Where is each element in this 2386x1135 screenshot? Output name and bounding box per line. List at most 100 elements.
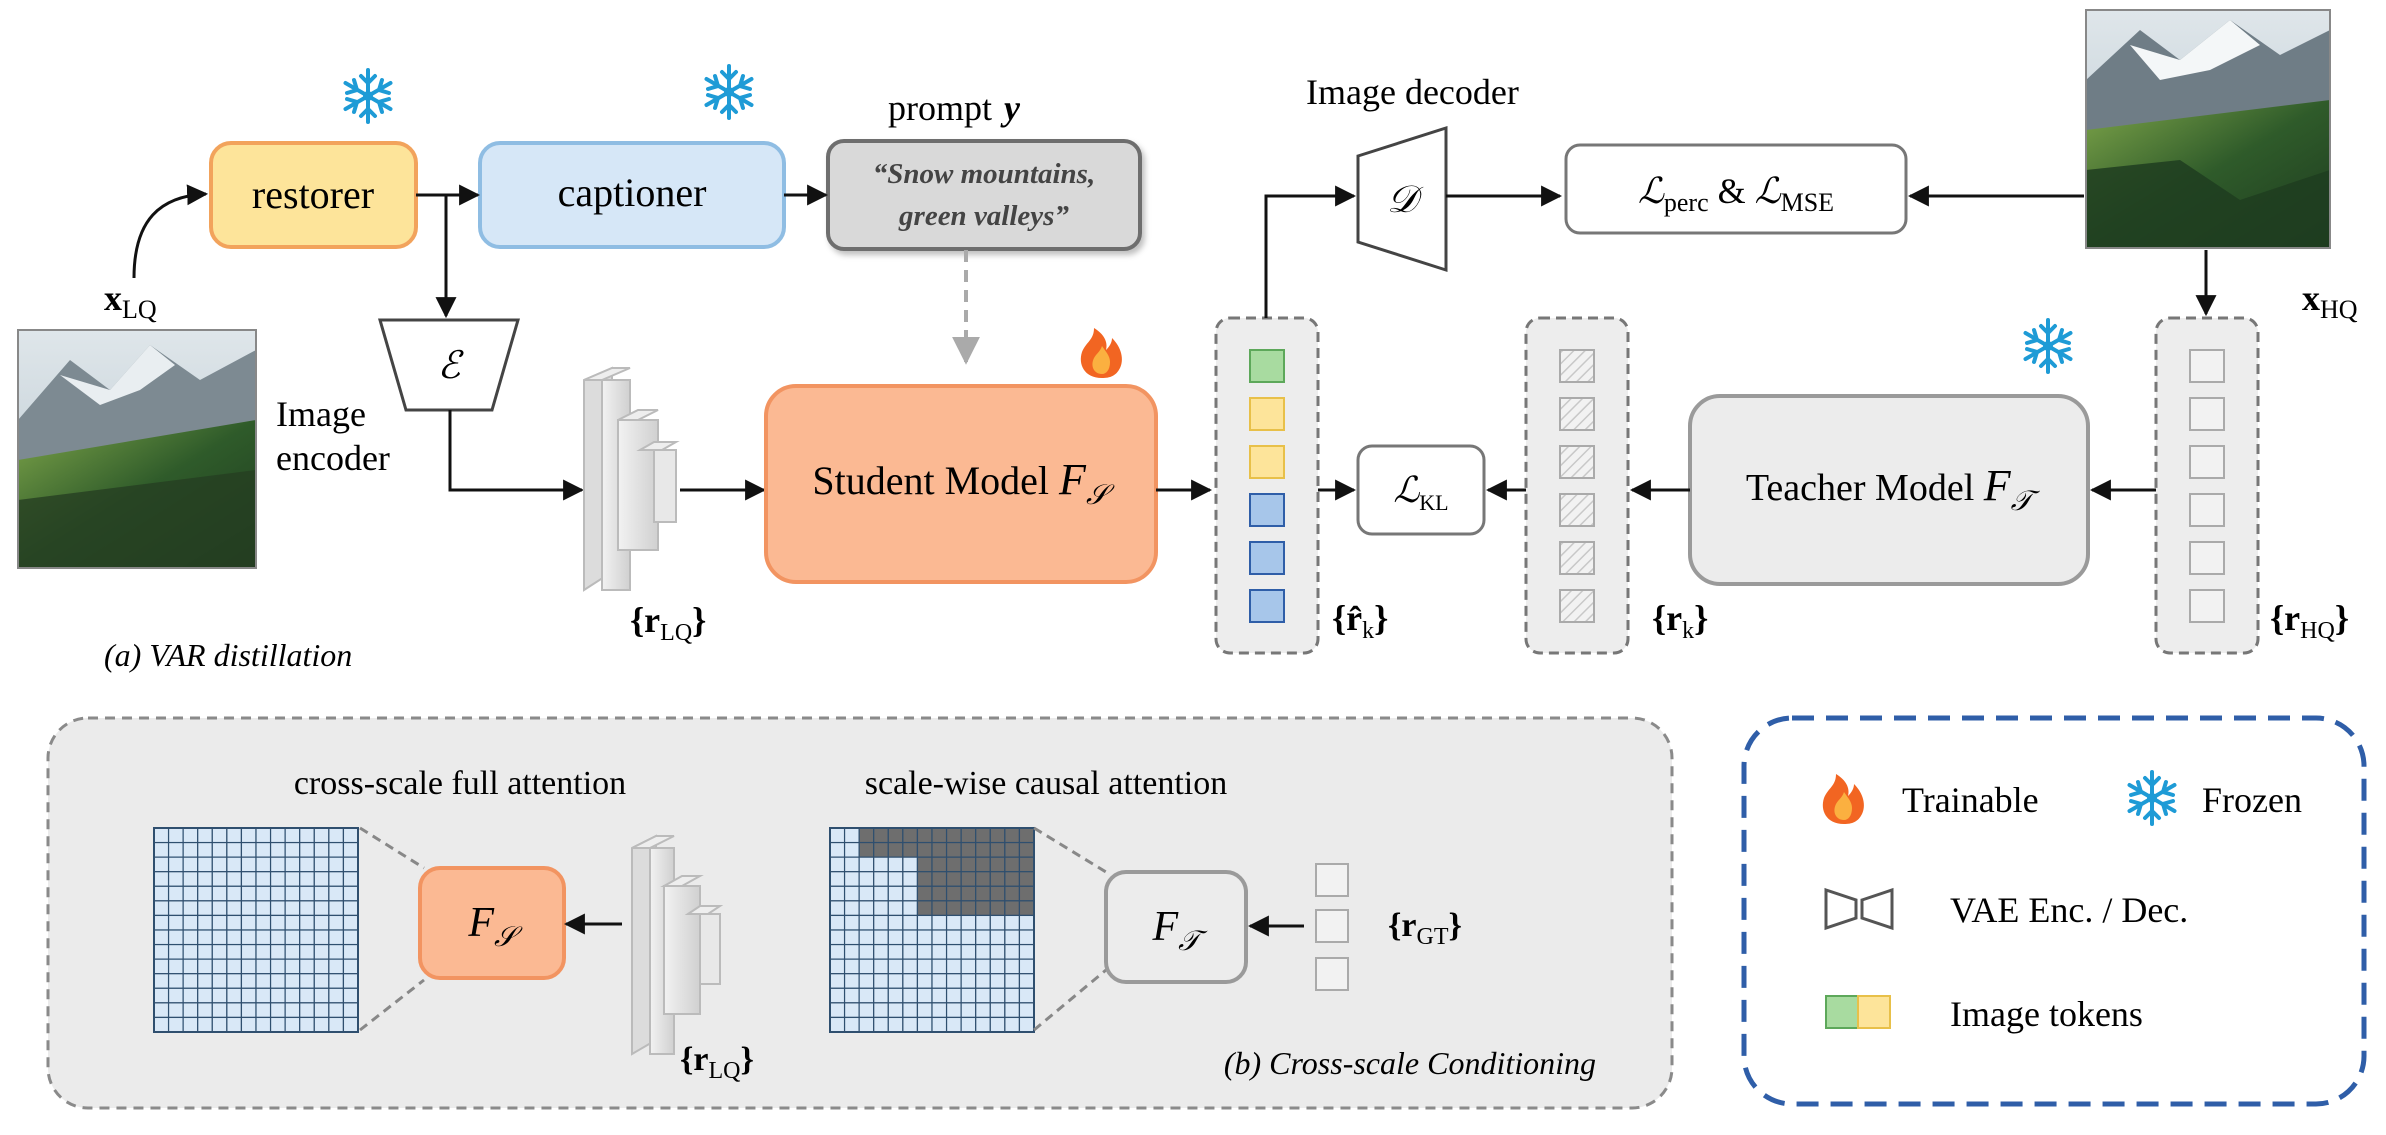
attention-cell — [1004, 1016, 1021, 1033]
attention-cell — [328, 973, 345, 989]
svg-text:captioner: captioner — [558, 170, 707, 215]
attention-cell — [211, 958, 228, 975]
attention-cell — [313, 856, 330, 873]
attention-cell — [829, 914, 846, 931]
masked-cell — [931, 900, 948, 917]
attention-cell — [313, 929, 330, 946]
attention-cell — [916, 958, 933, 975]
attention-cell — [843, 973, 860, 989]
flame-icon-student — [1080, 328, 1122, 378]
attention-cell — [269, 827, 286, 844]
masked-cell — [931, 841, 948, 858]
svg-text:ℒKL: ℒKL — [1393, 470, 1448, 515]
snowflake-icon-restorer — [343, 68, 393, 124]
attention-cell — [858, 929, 875, 946]
attention-cell — [975, 929, 991, 946]
attention-cell — [284, 914, 301, 931]
attention-cell — [945, 987, 962, 1004]
attention-cell — [1004, 1002, 1021, 1019]
arrow-xlq-restorer — [132, 184, 209, 279]
attention-cell — [313, 841, 330, 858]
attention-cell — [255, 841, 272, 858]
attention-cell — [843, 900, 860, 917]
attention-cell — [342, 1002, 359, 1019]
attention-cell — [902, 900, 919, 917]
attention-cell — [989, 987, 1006, 1004]
attention-cell — [1018, 1016, 1035, 1033]
attention-cell — [1004, 929, 1021, 946]
attention-cell — [284, 871, 301, 887]
attention-cell — [269, 914, 286, 931]
attention-cell — [269, 885, 286, 902]
hq-image — [2085, 9, 2331, 249]
attention-cell — [299, 841, 315, 858]
attention-cell — [989, 929, 1006, 946]
attention-cell — [902, 987, 919, 1004]
attention-cell — [197, 856, 213, 873]
masked-cell — [945, 871, 962, 887]
legend-box — [1741, 715, 2367, 1107]
attention-cell — [975, 914, 991, 931]
attention-cell — [284, 973, 301, 989]
attention-cell — [873, 943, 889, 960]
attention-cell — [1004, 914, 1021, 931]
masked-cell — [858, 827, 875, 844]
attention-cell — [1004, 973, 1021, 989]
attention-cell — [299, 885, 315, 902]
full-attention-title: cross-scale full attention — [294, 765, 626, 802]
attention-cell — [342, 943, 359, 960]
attention-cell — [197, 885, 213, 902]
attention-cell — [887, 856, 904, 873]
attention-cell — [873, 900, 889, 917]
attention-cell — [342, 929, 359, 946]
attention-cell — [858, 885, 875, 902]
attention-cell — [313, 973, 330, 989]
attention-cell — [182, 841, 199, 858]
attention-cell — [211, 1002, 228, 1019]
attention-cell — [284, 943, 301, 960]
legend-token-icon — [1825, 995, 1891, 1029]
attention-cell — [960, 1016, 977, 1033]
attention-cell — [284, 1016, 301, 1033]
snowflake-icon-teacher — [2023, 318, 2073, 374]
attention-cell — [240, 827, 257, 844]
attention-cell — [960, 929, 977, 946]
attention-cell — [167, 827, 184, 844]
attention-cell — [975, 943, 991, 960]
attention-cell — [240, 900, 257, 917]
attention-cell — [1018, 943, 1035, 960]
attention-cell — [843, 856, 860, 873]
rlq-label: {rLQ} — [630, 600, 706, 646]
attention-cell — [916, 1002, 933, 1019]
attention-cell — [887, 929, 904, 946]
attention-cell — [226, 958, 243, 975]
attention-cell — [960, 958, 977, 975]
attention-cell — [916, 1016, 933, 1033]
attention-cell — [255, 1016, 272, 1033]
rk-tokens-column — [1524, 316, 1630, 655]
attention-cell — [1018, 929, 1035, 946]
rlq-label-small: {rLQ} — [680, 1041, 754, 1084]
attention-cell — [255, 987, 272, 1004]
attention-cell — [197, 1016, 213, 1033]
attention-cell — [843, 943, 860, 960]
attention-cell — [255, 958, 272, 975]
masked-cell — [916, 841, 933, 858]
attention-cell — [342, 958, 359, 975]
masked-cell — [902, 841, 919, 858]
attention-cell — [153, 885, 170, 902]
attention-cell — [858, 958, 875, 975]
attention-cell — [153, 900, 170, 917]
attention-cell — [284, 987, 301, 1004]
attention-cell — [284, 856, 301, 873]
attention-cell — [313, 1002, 330, 1019]
attention-cell — [342, 987, 359, 1004]
attention-cell — [313, 900, 330, 917]
attention-cell — [269, 856, 286, 873]
attention-cell — [211, 885, 228, 902]
attention-cell — [887, 973, 904, 989]
masked-cell — [960, 841, 977, 858]
masked-cell — [960, 885, 977, 902]
attention-cell — [829, 885, 846, 902]
attention-cell — [240, 973, 257, 989]
